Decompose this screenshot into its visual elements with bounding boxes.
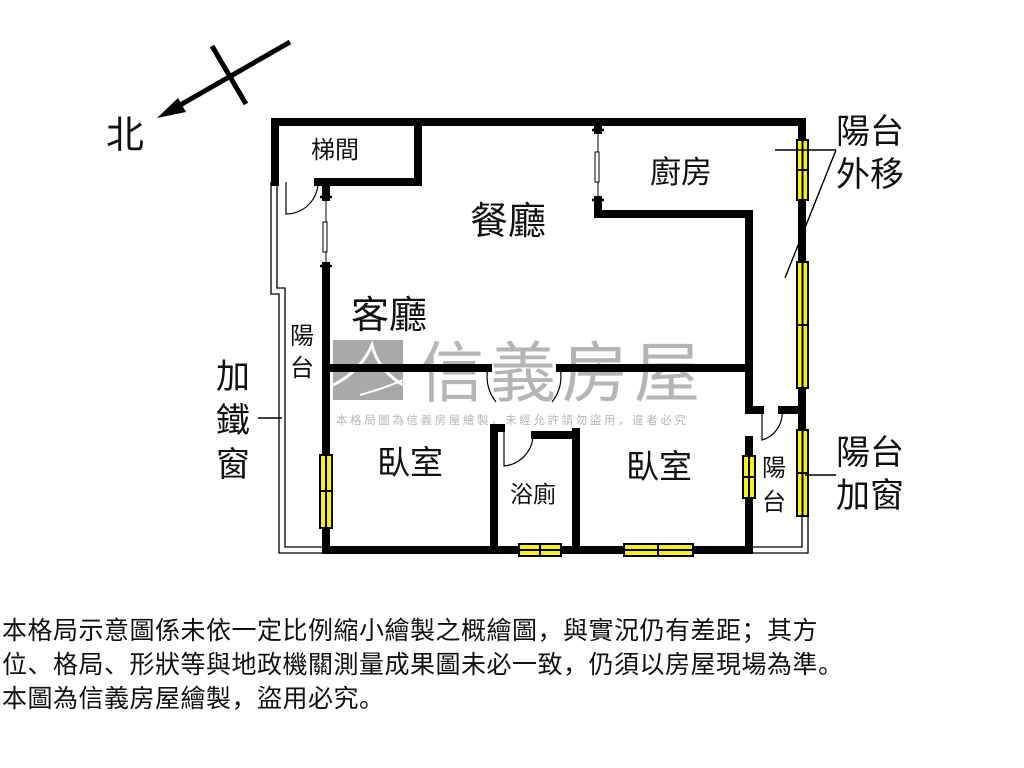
room-balcony-right-1: 陽 [762, 454, 786, 482]
note-balcony-window-2: 加窗 [836, 476, 904, 516]
balcony-outline-right [749, 515, 809, 554]
compass-label: 北 [106, 113, 144, 157]
floor-plan: 信義房屋 本格局圖為信義房屋繪製，未經允許請勿盜用，違者必究 北 [106, 39, 904, 557]
annotation-leaders [258, 149, 837, 476]
balcony-outline-left [270, 182, 325, 554]
note-iron-window-1: 加 [216, 357, 250, 397]
walls [271, 118, 806, 554]
room-dining: 餐廳 [470, 199, 546, 243]
disclaimer-line-1: 本格局示意圖係未依一定比例縮小繪製之概繪圖，與實況仍有差距；其方 [2, 616, 819, 645]
note-iron-window-3: 窗 [216, 445, 250, 485]
room-living: 客廳 [351, 293, 427, 337]
note-balcony-moved-1: 陽台 [836, 112, 904, 152]
swing-doors [285, 181, 783, 467]
note-balcony-window-1: 陽台 [836, 433, 904, 473]
room-stairwell: 梯間 [311, 136, 359, 164]
room-balcony-left-2: 台 [290, 354, 314, 382]
windows [319, 139, 809, 557]
north-arrow-icon [157, 39, 292, 118]
disclaimer: 本格局示意圖係未依一定比例縮小繪製之概繪圖，與實況仍有差距；其方 位、格局、形狀… [2, 614, 1024, 716]
room-bedroom-right: 臥室 [626, 447, 692, 486]
room-bathroom: 浴廁 [510, 482, 556, 508]
sliding-doors [320, 128, 604, 268]
room-balcony-left-1: 陽 [290, 322, 314, 350]
watermark-brand: 信義房屋 [418, 335, 706, 412]
note-balcony-moved-2: 外移 [836, 155, 904, 195]
disclaimer-line-3: 本圖為信義房屋繪製，盜用必究。 [2, 684, 385, 713]
watermark: 信義房屋 本格局圖為信義房屋繪製，未經允許請勿盜用，違者必究 [332, 335, 706, 427]
disclaimer-line-2: 位、格局、形狀等與地政機關測量成果圖未必一致，仍須以房屋現場為準。 [2, 650, 844, 679]
watermark-notice: 本格局圖為信義房屋繪製，未經允許請勿盜用，違者必究 [336, 413, 689, 427]
room-bedroom-left: 臥室 [377, 443, 443, 482]
note-iron-window-2: 鐵 [216, 401, 250, 441]
room-kitchen: 廚房 [650, 155, 712, 191]
room-balcony-right-2: 台 [762, 488, 786, 516]
